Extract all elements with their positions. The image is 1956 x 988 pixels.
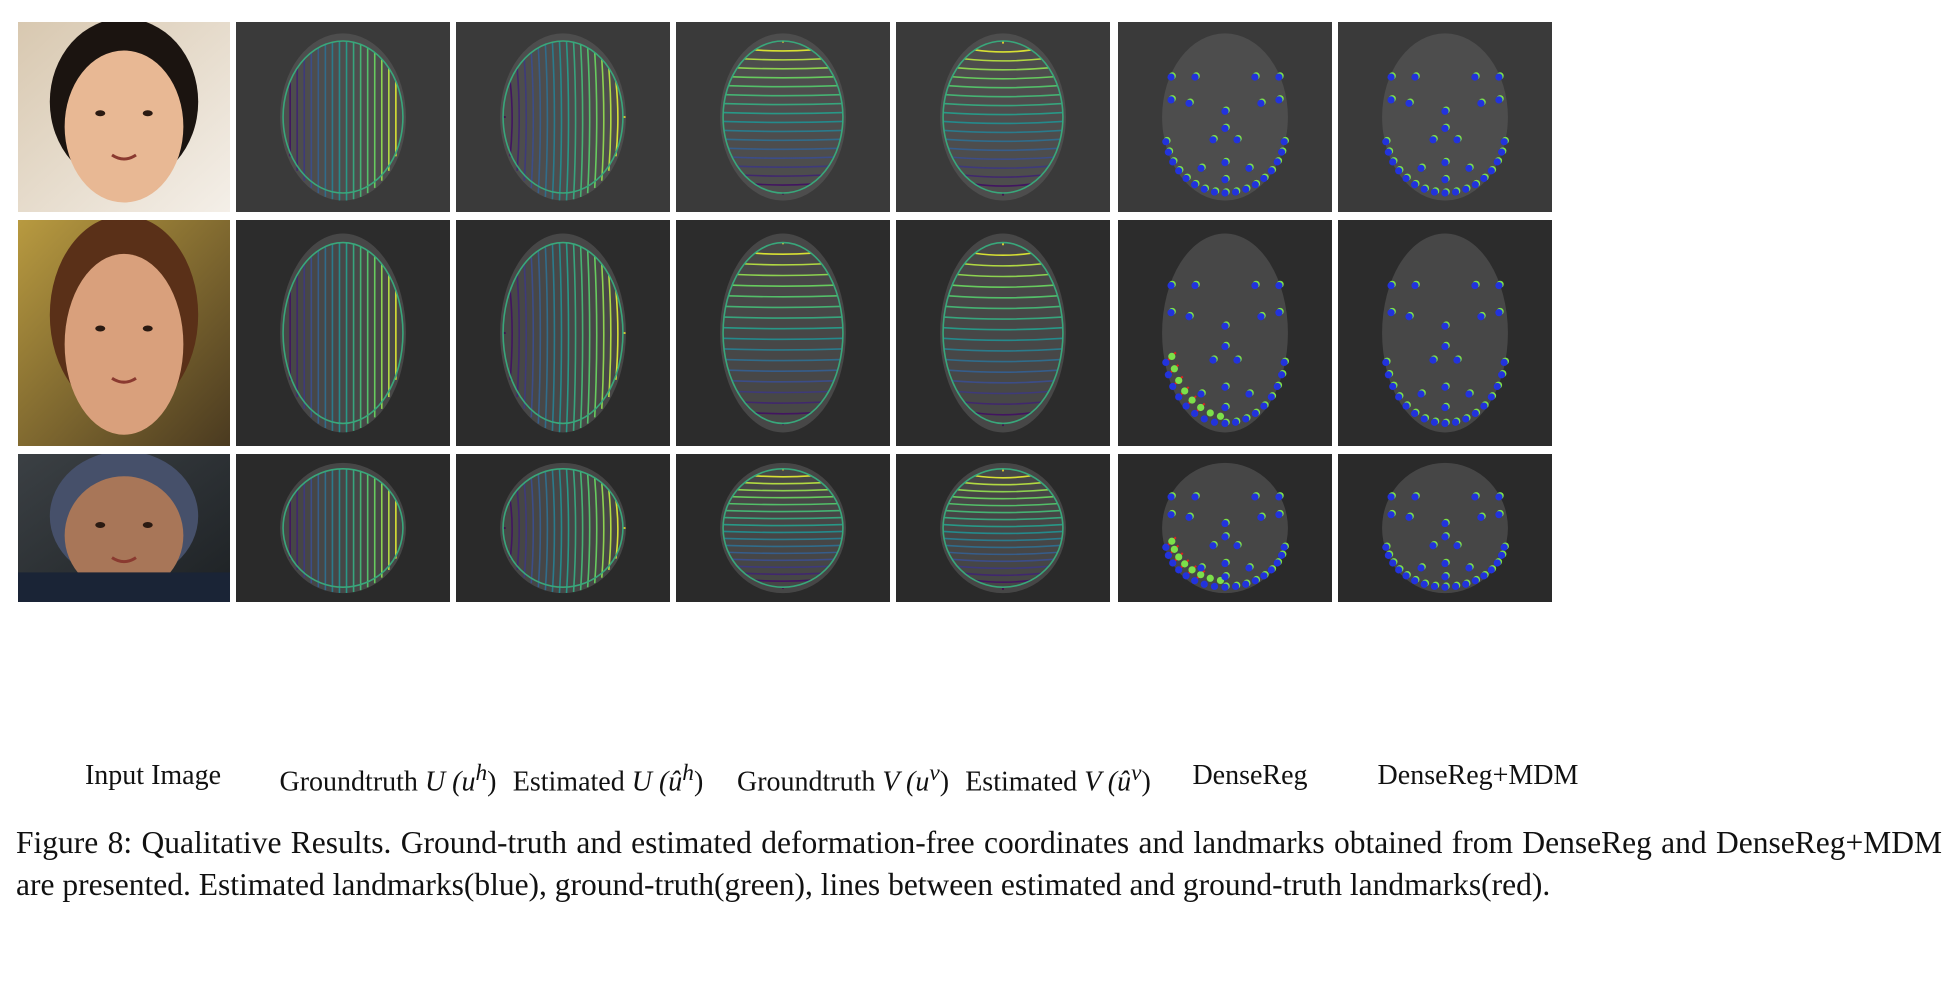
label-groundtruth-u: Groundtruth U (uh) [279, 760, 497, 798]
caption-text: Qualitative Results. Ground-truth and es… [16, 825, 1942, 902]
row-man-input-image [18, 454, 230, 602]
row-man-gt-u-image [236, 454, 450, 602]
row-man-densereg-image [1118, 454, 1332, 602]
row-girl-input-image [18, 22, 230, 212]
row-woman-est-u-image [456, 220, 670, 446]
row-woman-input-image [18, 220, 230, 446]
caption-label: Figure 8: [16, 825, 133, 860]
label-densereg-mdm: DenseReg+MDM [1377, 760, 1579, 791]
row-girl-gt-u-image [236, 22, 450, 212]
row-girl-densereg-mdm-image [1338, 22, 1552, 212]
row-man-gt-v-image [676, 454, 890, 602]
row-woman-gt-v-image [676, 220, 890, 446]
label-groundtruth-v: Groundtruth V (uv) [736, 760, 950, 798]
label-estimated-v: Estimated V (ûv) [965, 760, 1151, 798]
row-man-densereg-mdm-image [1338, 454, 1552, 602]
column-labels: Input Image Groundtruth U (uh) Estimated… [18, 760, 1948, 800]
row-man-est-u-image [456, 454, 670, 602]
row-girl-gt-v-image [676, 22, 890, 212]
row-girl-densereg-image [1118, 22, 1332, 212]
row-girl-est-u-image [456, 22, 670, 212]
label-input-image: Input Image [84, 760, 222, 791]
row-woman-est-v-image [896, 220, 1110, 446]
label-densereg: DenseReg [1192, 760, 1308, 791]
row-girl-est-v-image [896, 22, 1110, 212]
row-woman-densereg-image [1118, 220, 1332, 446]
row-woman-densereg-mdm-image [1338, 220, 1552, 446]
figure-caption: Figure 8: Qualitative Results. Ground-tr… [16, 822, 1942, 906]
row-woman-gt-u-image [236, 220, 450, 446]
row-man-est-v-image [896, 454, 1110, 602]
label-estimated-u: Estimated U (ûh) [512, 760, 704, 798]
